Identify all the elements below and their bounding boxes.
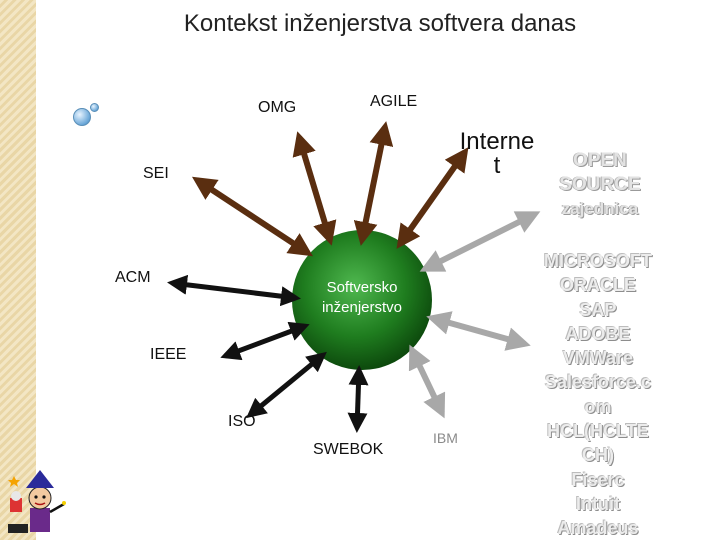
vendor-item: Intuit	[576, 493, 620, 514]
vendor-item: Salesforce.c	[544, 372, 652, 393]
center-label: Softversko inženjerstvo	[300, 278, 424, 318]
arrow-iso	[246, 351, 327, 419]
node-ibm: IBM	[433, 430, 458, 446]
node-ieee: IEEE	[150, 346, 187, 363]
arrow-internet	[396, 147, 469, 249]
node-omg: OMG	[258, 99, 297, 116]
decorative-side-stripe	[0, 0, 36, 540]
arrow-ibm	[408, 344, 446, 419]
arrow-open-source	[419, 211, 541, 272]
arrow-ieee	[220, 321, 310, 361]
vendor-item: Fiserc	[571, 469, 625, 490]
node-open-source: OPEN SOURCE zajednica	[530, 149, 670, 221]
magician-clipart	[8, 470, 66, 533]
vendor-item: om	[584, 396, 612, 417]
decorative-bubble-large	[73, 108, 91, 126]
vendor-item: ORACLE	[560, 275, 636, 296]
arrow-acm	[167, 274, 301, 307]
node-swebok: SWEBOK	[313, 441, 384, 458]
arrow-sei	[191, 176, 314, 257]
vendor-item: HCL(HCLTE	[547, 421, 649, 442]
vendor-item: Amadeus	[557, 518, 639, 539]
arrow-swebok	[347, 365, 369, 433]
node-iso: ISO	[228, 413, 256, 430]
node-internet-line1: Interne	[459, 128, 535, 155]
node-sei: SEI	[143, 165, 169, 182]
open-source-line2: SOURCE	[559, 174, 641, 195]
slide-title: Kontekst inženjerstva softvera danas	[183, 10, 577, 37]
open-source-line1: OPEN	[573, 150, 627, 171]
vendor-item: SAP	[579, 299, 617, 320]
center-label-line1: Softversko	[326, 279, 398, 296]
node-acm: ACM	[115, 269, 151, 286]
vendor-item: CH)	[582, 445, 614, 466]
open-source-line3: zajednica	[561, 199, 639, 218]
node-internet-line2: t	[493, 152, 501, 179]
node-internet: Interne t	[452, 130, 542, 178]
vendor-list: MICROSOFT ORACLE SAP ADOBE VMWare Salesf…	[528, 249, 668, 541]
center-label-line2: inženjerstvo	[321, 299, 403, 316]
arrow-omg	[292, 131, 337, 246]
vendor-item: ADOBE	[565, 323, 631, 344]
decorative-bubble-small	[90, 103, 99, 112]
vendor-item: VMWare	[562, 348, 634, 369]
vendor-item: MICROSOFT	[544, 251, 652, 271]
center-circle	[292, 230, 432, 370]
arrow-agile	[353, 121, 394, 246]
arrow-vendors	[426, 311, 531, 351]
node-agile: AGILE	[370, 93, 418, 110]
